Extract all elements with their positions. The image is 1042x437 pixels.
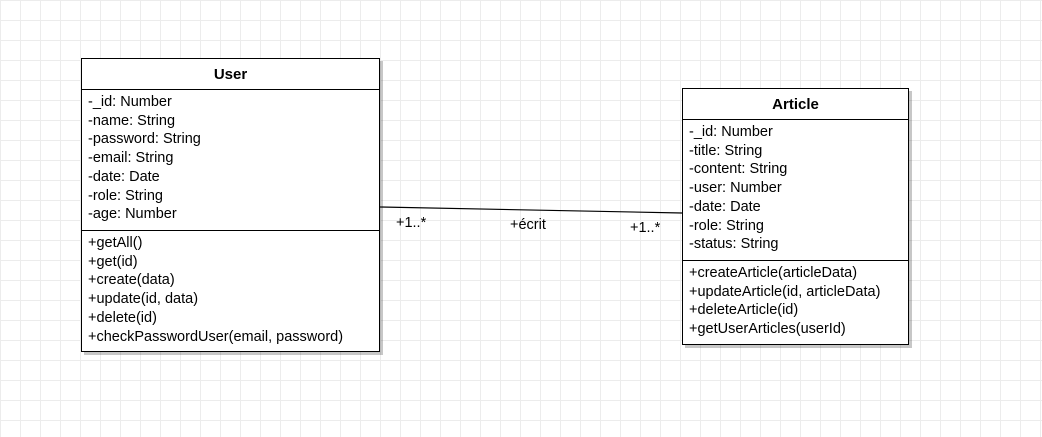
user-method: +get(id) bbox=[88, 253, 138, 270]
article-method: +getUserArticles(userId) bbox=[689, 321, 846, 338]
user-attributes: -_id: Number -name: String -password: St… bbox=[82, 90, 379, 231]
article-method: +deleteArticle(id) bbox=[689, 302, 799, 319]
article-class-name: Article bbox=[683, 89, 908, 120]
article-attribute: -role: String bbox=[689, 217, 764, 234]
article-attribute: -_id: Number bbox=[689, 124, 773, 140]
user-methods: +getAll() +get(id) +create(data) +update… bbox=[82, 231, 379, 346]
article-attribute: -status: String bbox=[689, 236, 779, 253]
article-class[interactable]: Article -_id: Number -title: String -con… bbox=[682, 88, 909, 345]
user-attribute: -_id: Number bbox=[88, 94, 172, 110]
user-attribute: -password: String bbox=[88, 131, 201, 148]
user-method: +getAll() bbox=[88, 235, 143, 251]
association-name-label: +écrit bbox=[510, 217, 546, 233]
user-class[interactable]: User -_id: Number -name: String -passwor… bbox=[81, 58, 380, 352]
user-method: +create(data) bbox=[88, 272, 175, 289]
article-attributes: -_id: Number -title: String -content: St… bbox=[683, 120, 908, 261]
article-method: +updateArticle(id, articleData) bbox=[689, 283, 881, 300]
article-attribute: -title: String bbox=[689, 142, 763, 159]
user-attribute: -name: String bbox=[88, 112, 176, 129]
article-method: +createArticle(articleData) bbox=[689, 265, 858, 281]
user-attribute: -email: String bbox=[88, 150, 174, 167]
user-method: +update(id, data) bbox=[88, 291, 199, 308]
user-class-name: User bbox=[82, 59, 379, 90]
article-attribute: -content: String bbox=[689, 161, 788, 178]
user-attribute: -age: Number bbox=[88, 206, 177, 223]
article-attribute: -user: Number bbox=[689, 180, 782, 197]
user-attribute: -date: Date bbox=[88, 168, 160, 185]
source-multiplicity-label: +1..* bbox=[396, 215, 427, 231]
article-attribute: -date: Date bbox=[689, 198, 761, 215]
user-method: +delete(id) bbox=[88, 309, 157, 326]
article-methods: +createArticle(articleData) +updateArtic… bbox=[683, 261, 908, 339]
user-attribute: -role: String bbox=[88, 187, 163, 204]
user-method: +checkPasswordUser(email, password) bbox=[88, 328, 344, 345]
target-multiplicity-label: +1..* bbox=[630, 220, 661, 236]
